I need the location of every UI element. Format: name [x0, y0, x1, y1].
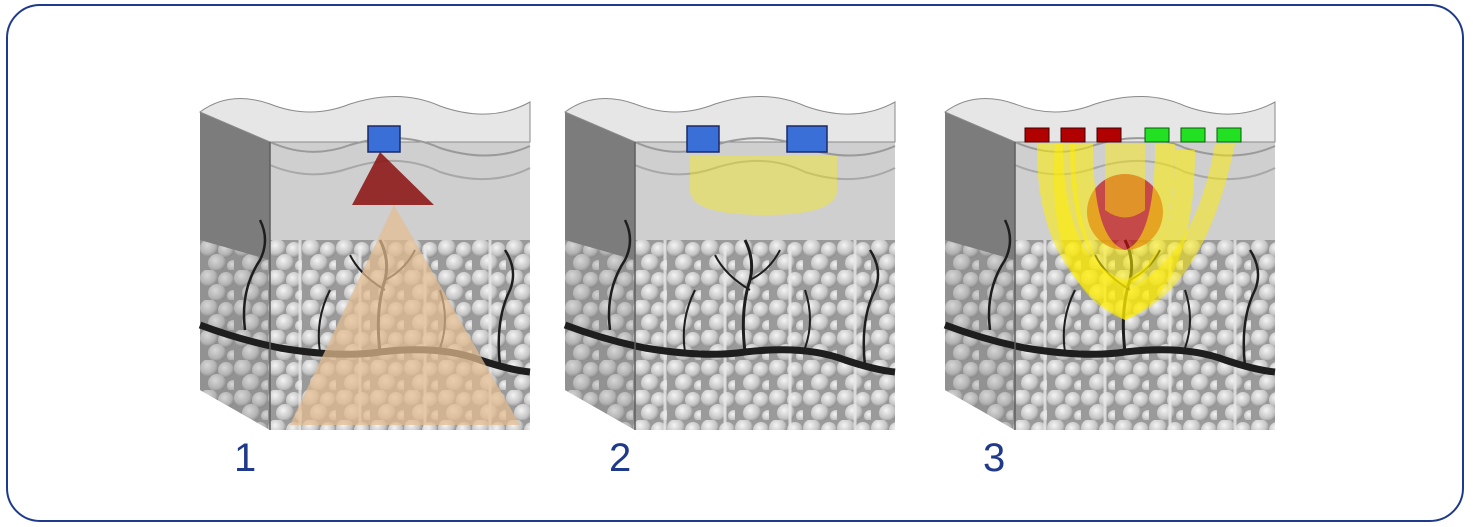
transducer-probe-left — [687, 126, 719, 152]
panel-label-1: 1 — [234, 438, 256, 478]
panel-1: 1 — [200, 90, 550, 430]
array-element-green-1 — [1145, 128, 1169, 142]
panel-label-2: 2 — [609, 438, 631, 478]
beam-region-yellow — [690, 156, 837, 215]
skin-block-1 — [200, 90, 550, 430]
transducer-probe — [368, 126, 400, 152]
skin-block-3 — [945, 90, 1295, 430]
beam-lobe-3 — [1105, 144, 1145, 218]
panel-label-3: 3 — [983, 438, 1005, 478]
panel-2: 2 — [565, 90, 915, 430]
array-element-red-1 — [1025, 128, 1049, 142]
array-element-green-2 — [1181, 128, 1205, 142]
skin-block-2 — [565, 90, 915, 430]
transducer-probe-right — [787, 126, 827, 152]
array-element-red-2 — [1061, 128, 1085, 142]
array-element-green-3 — [1217, 128, 1241, 142]
panel-3: 3 — [945, 90, 1295, 430]
array-element-red-3 — [1097, 128, 1121, 142]
